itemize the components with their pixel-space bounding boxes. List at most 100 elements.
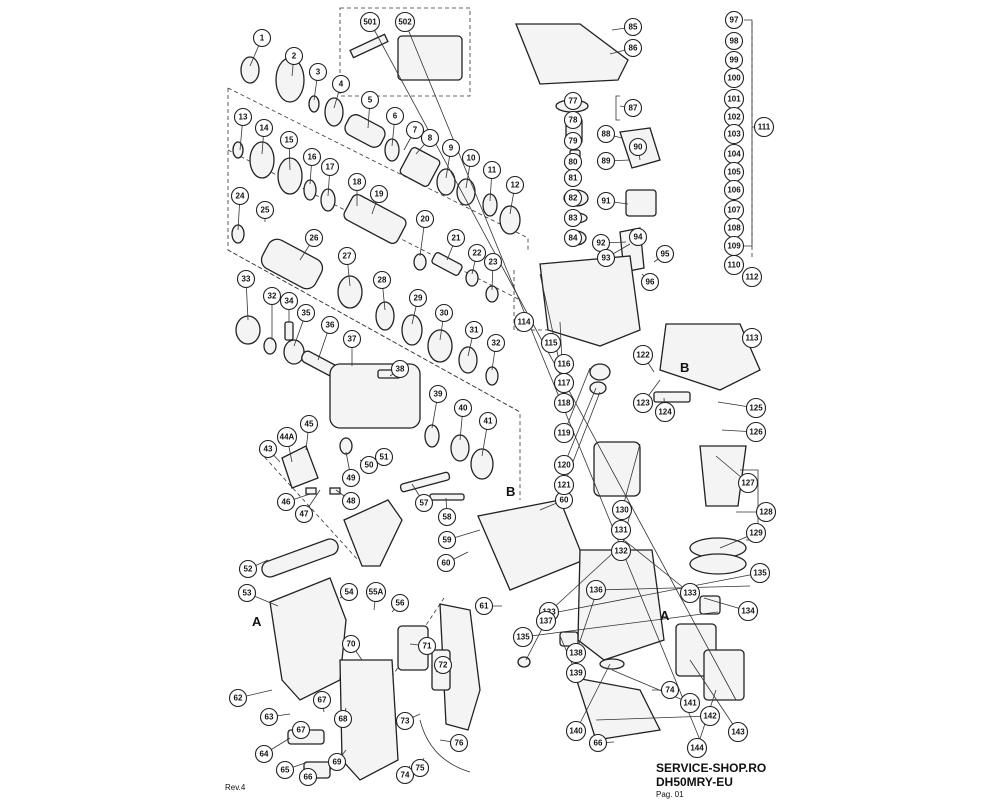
callout-circle xyxy=(724,31,744,51)
callout-circle xyxy=(434,303,454,323)
part-number: 50 xyxy=(365,461,374,470)
part-number: 79 xyxy=(569,137,578,146)
part-callout: 18 xyxy=(347,172,367,192)
part-number: 107 xyxy=(727,206,741,215)
part-callout: 48 xyxy=(341,491,361,511)
callout-circle xyxy=(737,472,759,494)
part-number: 60 xyxy=(560,496,569,505)
part-callout: 68 xyxy=(333,709,353,729)
part-number: 135 xyxy=(753,569,767,578)
part-number: 40 xyxy=(459,404,468,413)
part-callout: 8 xyxy=(420,128,440,148)
part-number: 141 xyxy=(683,699,697,708)
callout-circle xyxy=(563,168,583,188)
callout-circle xyxy=(327,752,347,772)
part-callout: 132 xyxy=(610,540,632,562)
callout-circle xyxy=(745,421,767,443)
callout-circle xyxy=(563,188,583,208)
callout-circle xyxy=(563,228,583,248)
part-callout: 34 xyxy=(279,291,299,311)
callout-circle xyxy=(258,439,278,459)
part-number: 113 xyxy=(746,334,759,343)
callout-circle xyxy=(464,320,484,340)
callout-circle xyxy=(512,626,534,648)
callout-circle xyxy=(298,767,318,787)
part-number: 58 xyxy=(443,513,452,522)
part-callout: 50 xyxy=(359,455,379,475)
part-number: 138 xyxy=(569,649,583,658)
part-number: 55A xyxy=(369,588,384,597)
callout-circle xyxy=(433,655,453,675)
callout-circle xyxy=(474,596,494,616)
callout-circle xyxy=(623,98,643,118)
part-callout: 35 xyxy=(296,303,316,323)
part-callout: 54 xyxy=(339,582,359,602)
callout-circle xyxy=(304,228,324,248)
assembly-marker: A xyxy=(660,608,670,623)
part-callout: 15 xyxy=(279,130,299,150)
part-number: 67 xyxy=(318,696,327,705)
part-number: 24 xyxy=(236,192,245,201)
part-callout: 106 xyxy=(723,179,745,201)
callout-circle xyxy=(610,519,632,541)
part-callout: 95 xyxy=(655,244,675,264)
part-number: 37 xyxy=(348,335,357,344)
part-callout: 102 xyxy=(723,106,745,128)
callout-circle xyxy=(727,721,749,743)
callout-circle xyxy=(565,662,587,684)
part-callout: 16 xyxy=(302,147,322,167)
callout-circle xyxy=(723,254,745,276)
callout-circle xyxy=(478,411,498,431)
part-number: 57 xyxy=(420,499,429,508)
part-number: 30 xyxy=(440,309,449,318)
callout-circle xyxy=(308,62,328,82)
callout-circle xyxy=(262,286,282,306)
part-callout: 45 xyxy=(299,414,319,434)
part-number: 60 xyxy=(442,559,451,568)
part-callout: 56 xyxy=(390,593,410,613)
part-number: 131 xyxy=(614,526,628,535)
part-callout: 90 xyxy=(628,137,648,157)
part-number: 84 xyxy=(569,234,578,243)
callout-circle xyxy=(341,468,361,488)
callout-circle xyxy=(365,581,387,603)
part-callout: 33 xyxy=(236,269,256,289)
part-number: 46 xyxy=(282,498,291,507)
part-callout: 136 xyxy=(585,579,607,601)
callout-circle xyxy=(741,266,763,288)
callout-circle xyxy=(753,116,775,138)
callout-circle xyxy=(596,248,616,268)
part-number: 92 xyxy=(597,239,606,248)
part-number: 117 xyxy=(558,379,571,388)
part-callout: 78 xyxy=(563,110,583,130)
part-number: 140 xyxy=(569,727,583,736)
part-number: 56 xyxy=(396,599,405,608)
part-number: 8 xyxy=(428,134,433,143)
callout-circle xyxy=(284,46,304,66)
callout-circle xyxy=(486,333,506,353)
part-number: 32 xyxy=(492,339,501,348)
part-number: 77 xyxy=(569,97,578,106)
callout-circle xyxy=(294,504,314,524)
part-callout: 17 xyxy=(320,157,340,177)
part-number: 43 xyxy=(264,445,273,454)
callout-circle xyxy=(563,110,583,130)
part-number: 66 xyxy=(594,739,603,748)
leader-line xyxy=(611,669,691,704)
part-callout: 80 xyxy=(563,152,583,172)
part-callout: 501 xyxy=(359,11,381,33)
part-callout: 76 xyxy=(449,733,469,753)
part-callout: 49 xyxy=(341,468,361,488)
callout-circle xyxy=(623,38,643,58)
part-number: 86 xyxy=(629,44,638,53)
part-callout: 131 xyxy=(610,519,632,541)
part-callout: 51 xyxy=(374,447,394,467)
part-number: 91 xyxy=(602,197,611,206)
callout-circle xyxy=(347,172,367,192)
part-number: 74 xyxy=(401,771,410,780)
part-callout: 143 xyxy=(727,721,749,743)
callout-circle xyxy=(405,120,425,140)
part-callout: 107 xyxy=(723,199,745,221)
callout-circle xyxy=(359,455,379,475)
callout-circle xyxy=(437,507,457,527)
